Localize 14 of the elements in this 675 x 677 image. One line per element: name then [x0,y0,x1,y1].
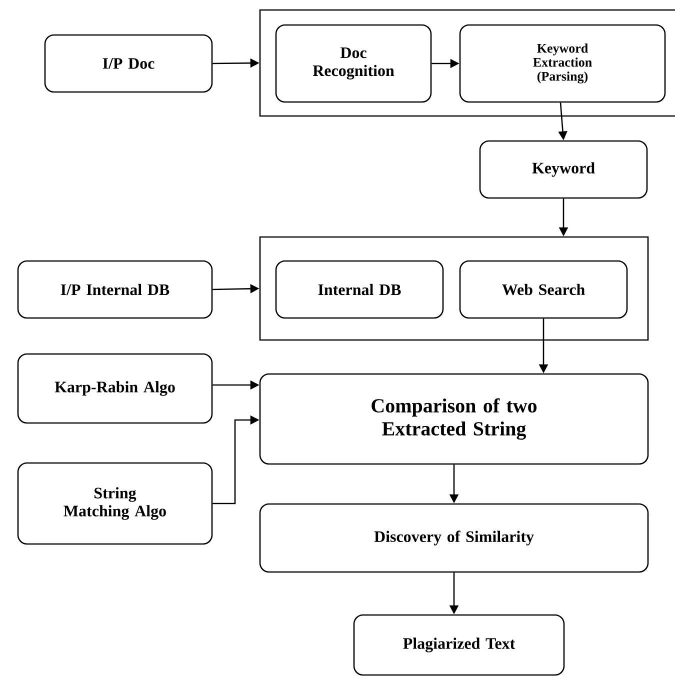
group-box [259,9,675,117]
process-box: Internal DB [275,260,444,319]
process-box: I/P Doc [44,34,213,93]
process-box: I/P Internal DB [17,260,213,319]
process-box: Discovery of Similarity [259,503,649,573]
process-box: Keyword [479,140,648,199]
process-box: Comparison of two Extracted String [259,373,649,465]
process-box: String Matching Algo [17,462,213,545]
process-box: Karp-Rabin Algo [17,353,213,424]
process-box: Web Search [459,260,628,319]
process-box: Doc Recognition [275,24,432,103]
group-box [259,236,649,341]
process-box: Plagiarized Text [353,614,565,676]
process-box: Keyword Extraction (Parsing) [459,24,666,103]
